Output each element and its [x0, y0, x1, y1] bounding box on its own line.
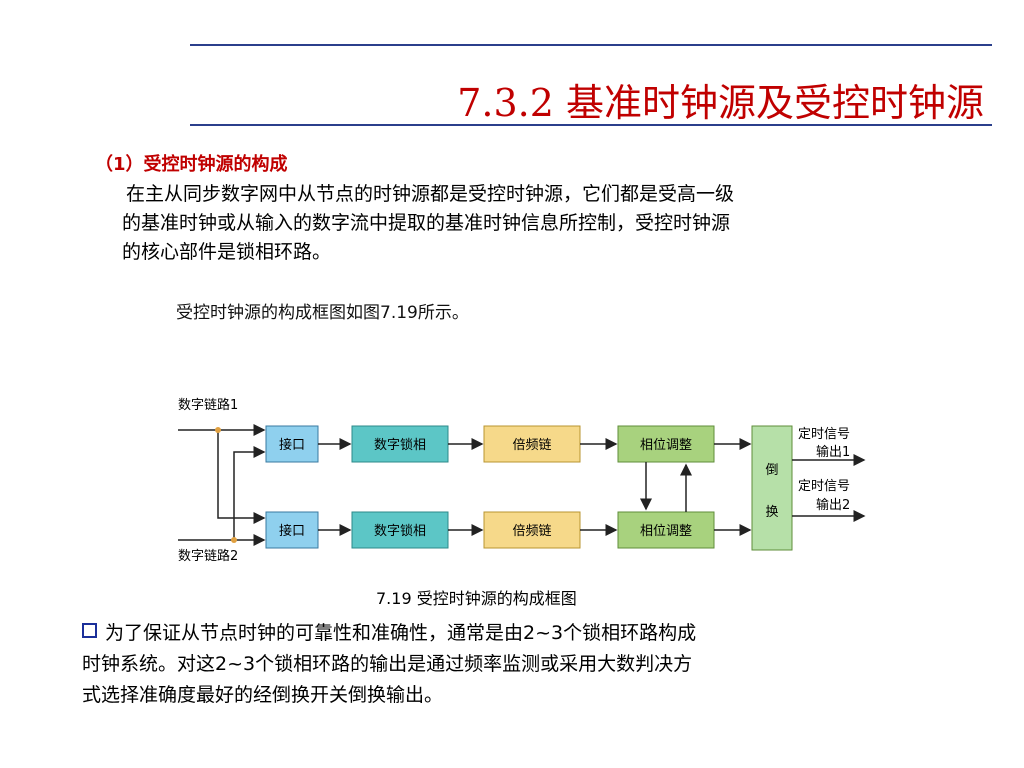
connector-arrows	[318, 438, 866, 536]
square-bullet-icon	[82, 623, 97, 638]
row-1: 接口 数字锁相 倍频链 相位调整	[265, 425, 715, 463]
interface-label: 接口	[279, 437, 305, 453]
input-top-label: 数字链路1	[178, 397, 238, 413]
row-2: 接口 数字锁相 倍频链 相位调整	[265, 511, 715, 549]
interface-block	[265, 511, 319, 549]
junction-dot	[215, 427, 221, 433]
top-rule	[190, 44, 992, 46]
output-2-label-line2: 输出2	[816, 497, 850, 513]
junction-dot	[231, 537, 237, 543]
figure-intro: 受控时钟源的构成框图如图7.19所示。	[176, 303, 469, 323]
title-underline	[190, 124, 992, 126]
phase-adjust-label: 相位调整	[640, 524, 692, 539]
section-paragraph: 在主从同步数字网中从节点的时钟源都是受控时钟源，它们都是受高一级 的基准时钟或从…	[122, 180, 962, 267]
input-bottom-label: 数字链路2	[178, 548, 238, 564]
page-title: 7.3.2 基准时钟源及受控时钟源	[457, 81, 984, 125]
interface-label: 接口	[279, 523, 305, 539]
phase-adjust-label: 相位调整	[640, 438, 692, 453]
digital-pll-block	[351, 425, 449, 463]
multiplier-label: 倍频链	[512, 524, 551, 539]
bullet-line-2: 时钟系统。对这2~3个锁相环路的输出是通过频率监测或采用大数判决方	[82, 653, 693, 675]
switch-label-1: 倒	[765, 463, 778, 478]
output-1-label-line2: 输出1	[816, 444, 850, 460]
interface-block	[265, 425, 319, 463]
digital-pll-label: 数字锁相	[374, 523, 426, 539]
paragraph-line-2: 的基准时钟或从输入的数字流中提取的基准时钟信息所控制，受控时钟源	[122, 212, 731, 234]
switch-label-2: 换	[765, 505, 778, 520]
figure-caption: 7.19 受控时钟源的构成框图	[376, 589, 577, 608]
phase-adjust-block	[617, 425, 715, 463]
paragraph-line-3: 的核心部件是锁相环路。	[122, 241, 332, 263]
bullet-line-1: 为了保证从节点时钟的可靠性和准确性，通常是由2~3个锁相环路构成	[105, 622, 697, 644]
output-1-label-line1: 定时信号	[798, 427, 850, 442]
bullet-line-3: 式选择准确度最好的经倒换开关倒换输出。	[82, 684, 444, 706]
switch-block	[751, 425, 793, 551]
paragraph-line-1: 在主从同步数字网中从节点的时钟源都是受控时钟源，它们都是受高一级	[126, 183, 735, 205]
bullet-paragraph: 为了保证从节点时钟的可靠性和准确性，通常是由2~3个锁相环路构成 时钟系统。对这…	[82, 618, 912, 711]
multiplier-block	[483, 511, 581, 549]
digital-pll-label: 数字锁相	[374, 437, 426, 453]
section-heading: （1）受控时钟源的构成	[95, 154, 288, 175]
multiplier-block	[483, 425, 581, 463]
multiplier-label: 倍频链	[512, 438, 551, 453]
output-2-label-line1: 定时信号	[798, 479, 850, 494]
